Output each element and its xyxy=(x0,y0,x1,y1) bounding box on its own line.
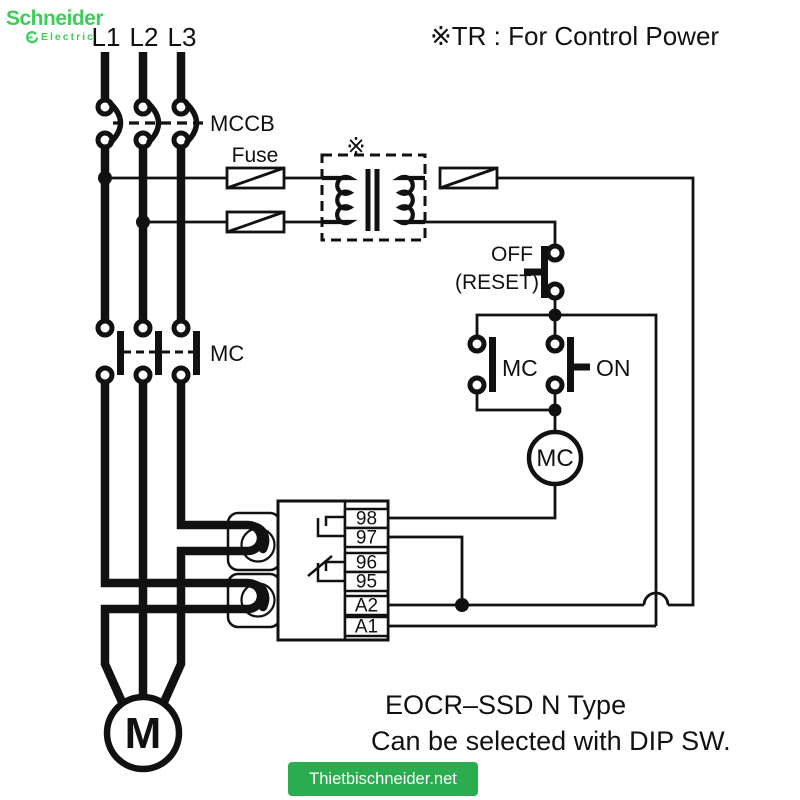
site-badge: Thietbischneider.net xyxy=(288,762,478,796)
wire-97 xyxy=(388,535,464,605)
power-lines xyxy=(100,52,270,704)
terminal-96-label: 96 xyxy=(356,553,377,574)
wire-coil-to-98 xyxy=(388,484,557,520)
caption-type: EOCR–SSD N Type xyxy=(385,690,627,720)
wire-parallel-bottom xyxy=(475,392,557,412)
logo-brand-text: Schneider xyxy=(6,7,104,30)
fuse-3 xyxy=(438,166,499,190)
reset-label: (RESET) xyxy=(455,271,539,294)
terminal-98-label: 98 xyxy=(356,509,377,530)
wire-parallel-top xyxy=(475,313,658,626)
terminal-A2-label: A2 xyxy=(355,596,378,617)
mc-coil-label: MC xyxy=(536,445,573,472)
caption-dipsw: Can be selected with DIP SW. xyxy=(371,726,731,756)
wire-tr-to-off xyxy=(425,220,557,246)
fuse-1 xyxy=(225,166,286,190)
control-wiring xyxy=(112,176,695,628)
off-label: OFF xyxy=(491,243,533,266)
phase-drops-mid xyxy=(100,147,186,320)
junction-dots xyxy=(98,171,562,612)
transformer-core xyxy=(365,169,380,231)
mccb-breaker xyxy=(95,97,204,150)
schneider-mark-icon xyxy=(26,31,39,44)
mc-coil xyxy=(526,429,584,487)
transformer-primary-coil xyxy=(322,174,358,226)
motor xyxy=(103,693,183,773)
motor-label: M xyxy=(125,709,162,758)
fuse-label: Fuse xyxy=(232,144,279,167)
control-power-note: ※TR : For Control Power xyxy=(430,21,720,51)
mccb-label: MCCB xyxy=(210,111,275,136)
diagram-labels: L1 L2 L3 MCCB Fuse ※ MC OFF (RESET) MC O… xyxy=(92,22,631,758)
terminal-A1-label: A1 xyxy=(355,617,378,638)
fuses xyxy=(225,166,499,234)
eocr-relay xyxy=(276,499,390,642)
transformer-dashed-box xyxy=(320,153,427,242)
l1-label: L1 xyxy=(92,22,121,52)
transformer-secondary-coil xyxy=(392,174,425,226)
control-transformer xyxy=(320,153,427,242)
l2-label: L2 xyxy=(130,22,159,52)
schneider-logo: Schneider Electric xyxy=(6,7,104,45)
mc-contactor xyxy=(95,318,200,385)
tr-mark-label: ※ xyxy=(346,133,365,159)
mc-aux-contact xyxy=(467,334,496,395)
terminal-97-label: 97 xyxy=(356,528,377,549)
fuse-2 xyxy=(225,210,286,234)
mc-contactor-label: MC xyxy=(210,341,244,366)
on-label: ON xyxy=(596,355,631,381)
l3-label: L3 xyxy=(168,22,197,52)
relay-no-contact xyxy=(316,515,345,538)
wire-tr-right-loop xyxy=(497,176,695,607)
ct-bottom-loop-hook xyxy=(247,579,270,612)
off-reset-button xyxy=(524,243,565,301)
logo-sub-text: Electric xyxy=(41,31,95,44)
site-badge-text: Thietbischneider.net xyxy=(309,769,457,788)
ct-top-loop-hook xyxy=(247,521,270,554)
phase-drops-top xyxy=(100,52,186,100)
on-button xyxy=(545,334,590,395)
terminal-95-label: 95 xyxy=(356,572,377,593)
relay-nc-contact xyxy=(307,555,345,583)
mc-aux-label: MC xyxy=(502,355,538,381)
